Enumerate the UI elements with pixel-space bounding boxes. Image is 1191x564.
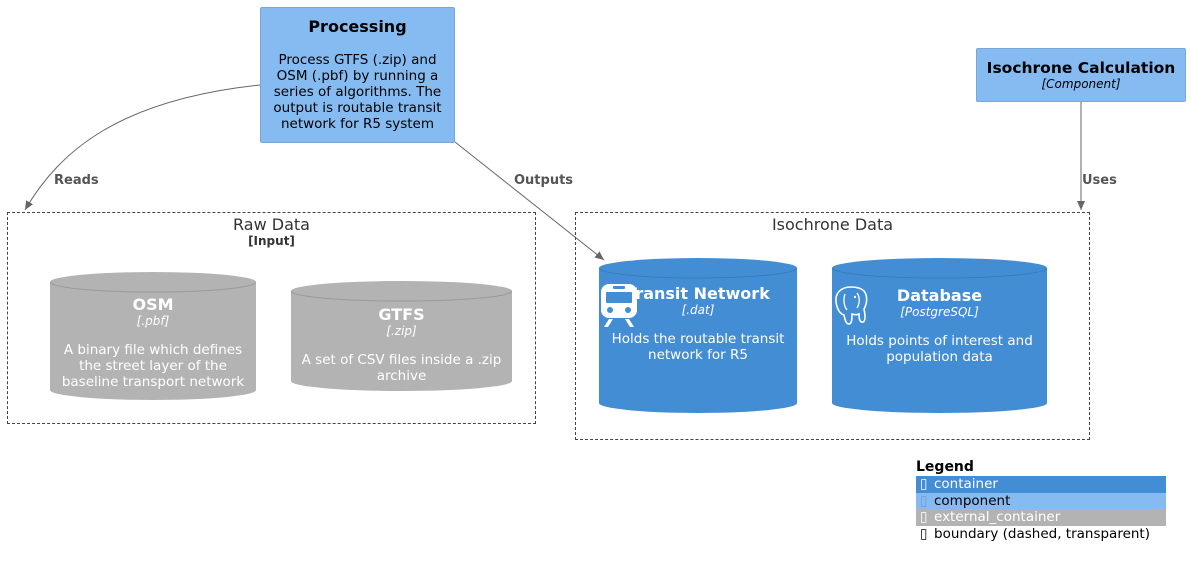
gtfs-description: A set of CSV files inside a .zip archive — [301, 352, 502, 384]
raw-data-boundary: Raw Data [Input] — [7, 212, 536, 424]
osm-description: A binary file which defines the street l… — [61, 342, 245, 390]
transit-network-description: Holds the routable transit network for R… — [611, 331, 785, 363]
transit-network-cylinder-shape — [599, 258, 797, 413]
outputs-arrow — [454, 141, 605, 261]
postgresql-elephant-icon — [835, 286, 868, 325]
outputs-label: Outputs — [514, 173, 574, 188]
transit-network-title: Transit Network — [626, 284, 770, 303]
isochrone-calculation-component[interactable]: Isochrone Calculation [Component] — [976, 48, 1186, 102]
isochrone-calculation-technology: [Component] — [1041, 77, 1121, 91]
isochrone-calculation-title: Isochrone Calculation — [986, 59, 1176, 77]
legend: Legend ▯container ▯component ▯external_c… — [916, 459, 1166, 542]
osm-cylinder-shape — [50, 272, 256, 400]
legend-item-component: ▯component — [916, 492, 1166, 509]
isochrone-data-title: Isochrone Data — [771, 215, 894, 234]
gtfs-technology: [.zip] — [386, 324, 417, 338]
processing-component[interactable]: Processing Process GTFS (.zip) and OSM (… — [260, 7, 455, 143]
osm-datastore[interactable]: OSM [.pbf] A binary file which defines t… — [50, 272, 256, 400]
uses-label: Uses — [1082, 173, 1117, 188]
train-icon — [601, 284, 637, 327]
processing-description: Process GTFS (.zip) and OSM (.pbf) by ru… — [273, 52, 442, 132]
database-cylinder-shape — [832, 258, 1047, 413]
transit-network-technology: [.dat] — [681, 303, 715, 317]
database-description: Holds points of interest and population … — [846, 333, 1033, 365]
transit-network-datastore[interactable]: Transit Network [.dat] Holds the routabl… — [599, 258, 797, 413]
processing-title: Processing — [308, 17, 407, 36]
isochrone-data-boundary: Isochrone Data — [575, 212, 1090, 440]
gtfs-datastore[interactable]: GTFS [.zip] A set of CSV files inside a … — [291, 281, 512, 391]
osm-title: OSM — [132, 295, 174, 314]
database-technology: [PostgreSQL] — [900, 305, 979, 319]
database-title: Database — [896, 286, 983, 305]
gtfs-title: GTFS — [378, 305, 425, 324]
reads-arrow — [24, 84, 261, 211]
legend-item-container: ▯container — [916, 476, 1166, 493]
raw-data-subtitle: [Input] — [248, 234, 295, 248]
legend-item-external-container: ▯external_container — [916, 509, 1166, 526]
legend-item-boundary: ▯boundary (dashed, transparent) — [916, 525, 1166, 542]
legend-title: Legend — [916, 459, 974, 475]
osm-technology: [.pbf] — [136, 314, 170, 328]
database-datastore[interactable]: Database [PostgreSQL] Holds points of in… — [832, 258, 1047, 413]
reads-label: Reads — [54, 173, 99, 188]
raw-data-title: Raw Data — [233, 215, 310, 234]
gtfs-cylinder-shape — [291, 281, 512, 391]
